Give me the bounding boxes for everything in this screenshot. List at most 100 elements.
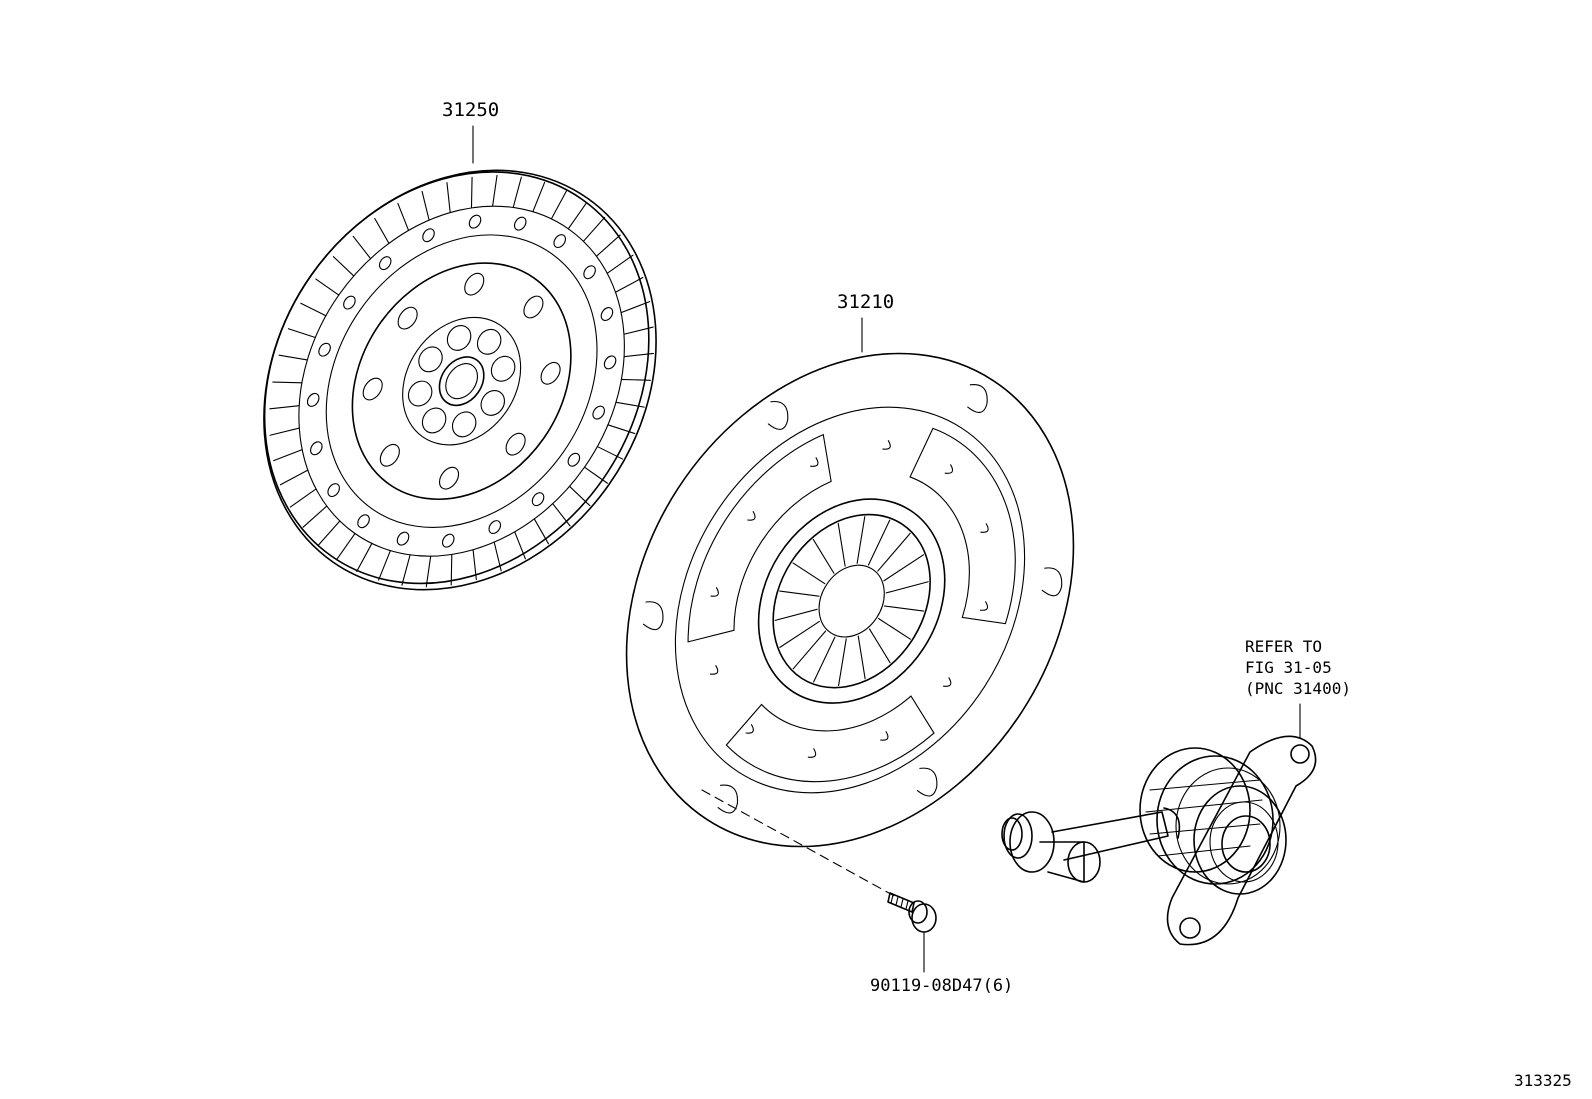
rivet-hole — [553, 234, 567, 249]
lining-segment-line — [401, 554, 411, 586]
lining-segment-line — [620, 301, 651, 314]
lining-segment-line — [300, 302, 327, 317]
rivet-hole — [531, 492, 545, 507]
rivet-hole — [600, 307, 614, 321]
lining-segment-line — [397, 202, 410, 232]
lining-segment-line — [315, 278, 340, 296]
release-bearing-icon — [1001, 735, 1317, 946]
cover-mounting-pads — [687, 427, 1016, 783]
lining-segment-line — [607, 424, 636, 435]
lining-segment-line — [318, 520, 341, 546]
rivet-mark — [709, 665, 719, 675]
spring-finger-line — [867, 519, 891, 566]
rivet-hole — [567, 452, 581, 467]
rivet-mark — [980, 523, 989, 533]
rivet-mark — [747, 511, 756, 521]
cover-lug-outline — [642, 601, 664, 631]
rivet-mark — [942, 677, 952, 687]
cover-lug-outline — [767, 400, 789, 430]
rivet-mark — [810, 457, 819, 467]
lining-segment-line — [336, 532, 356, 561]
lining-segment-line — [493, 541, 502, 572]
rivet-mark — [710, 587, 719, 597]
cover-pad-outline — [687, 433, 832, 643]
lining-segment-line — [446, 182, 451, 214]
lining-segment-line — [374, 217, 390, 244]
rivet-hole — [396, 531, 410, 546]
rivet-hole — [603, 355, 617, 370]
spring-finger-line — [779, 590, 820, 597]
lining-segment-line — [583, 466, 608, 484]
lining-segment-line — [552, 503, 571, 527]
lining-segment-line — [302, 505, 328, 528]
hub-hole — [490, 355, 516, 382]
lining-segment-line — [614, 276, 644, 293]
lining-segment-line — [421, 190, 430, 221]
bolt-alignment-dashed-line — [701, 789, 899, 899]
lining-segment-line — [623, 326, 654, 335]
rivet-hole — [441, 533, 455, 548]
lining-segment-line — [425, 555, 432, 588]
hub-hole — [480, 390, 506, 416]
spring-finger-line — [837, 522, 846, 567]
cover-lug-outline — [1041, 567, 1063, 597]
spring-finger-line — [792, 630, 827, 670]
figure-number: 313325 — [1514, 1071, 1572, 1090]
rivet-hole — [422, 228, 435, 243]
lining-segment-line — [596, 446, 624, 460]
reference-note-line-1: REFER TO — [1245, 637, 1323, 656]
lining-segment-line — [450, 553, 453, 586]
lining-segment-line — [273, 449, 303, 462]
rivet-hole — [327, 483, 340, 498]
part-number-bolt: 90119-08D47(6) — [870, 976, 1014, 996]
spring-finger-line — [813, 636, 836, 683]
part-number-31250: 31250 — [442, 99, 500, 121]
lining-segment-line — [615, 401, 645, 408]
lining-segment-line — [532, 181, 546, 213]
rivet-hole — [343, 295, 356, 310]
lining-segment-line — [352, 235, 372, 260]
rivet-mark — [882, 440, 891, 450]
spring-window — [523, 295, 544, 319]
lining-segment-line — [289, 488, 317, 508]
lining-segment-line — [269, 405, 300, 410]
rivet-mark — [979, 601, 989, 611]
rivet-hole — [513, 216, 527, 231]
spring-window — [379, 443, 400, 467]
spring-window — [540, 361, 561, 385]
lining-segment-line — [492, 174, 498, 207]
spring-window — [397, 306, 418, 330]
spring-finger-line — [883, 554, 925, 582]
cover-pad-outline — [725, 695, 935, 783]
lining-segment-line — [472, 549, 477, 581]
spring-window — [362, 377, 383, 401]
clutch-disc — [263, 169, 657, 591]
lining-segment-line — [279, 469, 309, 486]
lining-segment-line — [287, 328, 316, 339]
lining-segment-line — [278, 354, 308, 361]
spring-finger-line — [885, 581, 929, 594]
spring-finger-line — [883, 605, 925, 612]
hub-hole — [476, 328, 502, 355]
lining-segment-line — [533, 518, 550, 545]
rivet-hole — [488, 520, 502, 535]
reference-note-line-2: FIG 31-05 — [1245, 658, 1332, 677]
lining-segment-line — [470, 176, 473, 209]
lining-segment-line — [514, 531, 526, 560]
cover-lug-outline — [967, 384, 988, 413]
lining-segment-line — [356, 542, 373, 573]
rivet-hole — [306, 392, 320, 407]
cover-lug-outline — [916, 767, 938, 797]
rivet-hole — [378, 256, 392, 271]
cover-rivet-marks — [642, 384, 1063, 814]
rivet-hole — [468, 214, 482, 229]
lining-segment-line — [595, 234, 621, 257]
hub-hole — [421, 407, 447, 434]
lining-segment-line — [620, 378, 651, 381]
rivet-hole — [357, 514, 370, 529]
lining-segment-line — [550, 190, 568, 220]
rivet-mark — [880, 731, 889, 741]
rivet-mark — [944, 464, 954, 474]
rivet-mark — [807, 748, 817, 758]
